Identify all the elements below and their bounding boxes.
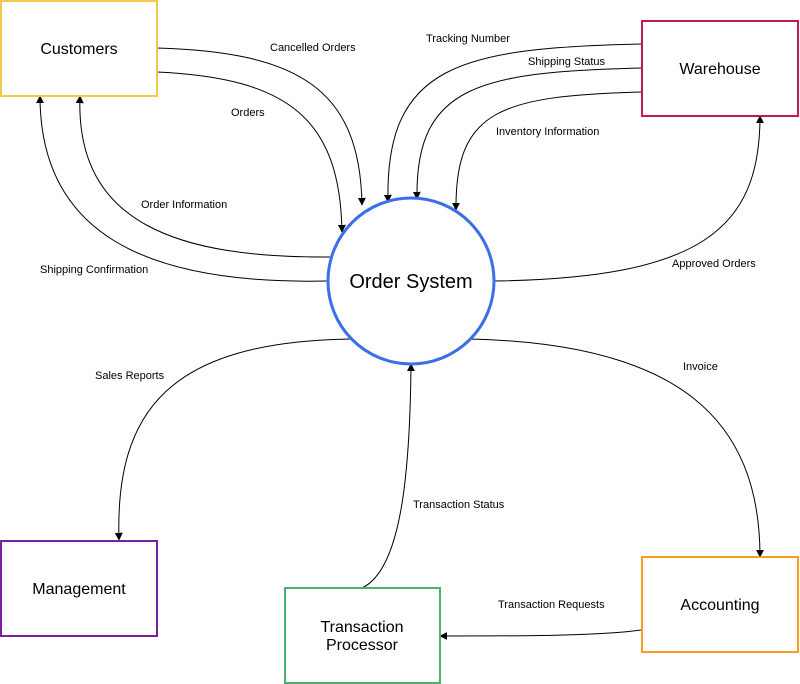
order-system-label: Order System xyxy=(349,271,472,293)
warehouse-box xyxy=(641,20,799,117)
edge-transaction-requests xyxy=(439,629,642,640)
edge-inventory-information xyxy=(451,91,642,211)
entity-management[interactable]: Management xyxy=(0,540,158,637)
order-system-circle xyxy=(326,196,496,366)
edge-orders xyxy=(156,71,346,233)
label-transaction-status: Transaction Status xyxy=(413,499,505,511)
label-transaction-requests: Transaction Requests xyxy=(498,599,605,611)
label-approved-orders: Approved Orders xyxy=(672,258,756,270)
entity-transaction-processor[interactable]: Transaction Processor xyxy=(284,587,441,684)
edge-transaction-status xyxy=(361,363,415,589)
warehouse-label: Warehouse xyxy=(679,61,760,78)
accounting-box xyxy=(641,556,799,653)
label-inventory-information: Inventory Information xyxy=(496,126,599,138)
label-invoice: Invoice xyxy=(683,361,718,373)
edge-shipping-status xyxy=(412,67,642,200)
transaction-processor-label-line1: Transaction xyxy=(321,619,404,636)
label-order-information: Order Information xyxy=(141,199,227,211)
entity-customers[interactable]: Customers xyxy=(0,0,158,97)
customers-box xyxy=(0,0,158,97)
edge-tracking-number xyxy=(383,43,642,203)
label-orders: Orders xyxy=(231,107,265,119)
edge-invoice xyxy=(466,338,764,558)
edge-shipping-confirmation xyxy=(36,95,328,282)
customers-label: Customers xyxy=(40,41,117,58)
order-system-process[interactable]: Order System xyxy=(326,196,496,366)
edge-cancelled-orders xyxy=(156,47,366,206)
accounting-label: Accounting xyxy=(680,597,759,614)
entity-accounting[interactable]: Accounting xyxy=(641,556,799,653)
management-label: Management xyxy=(32,581,126,598)
label-tracking-number: Tracking Number xyxy=(426,33,510,45)
management-box xyxy=(0,540,158,637)
edge-sales-reports xyxy=(114,338,351,541)
transaction-processor-label-line2: Processor xyxy=(326,637,399,654)
label-sales-reports: Sales Reports xyxy=(95,370,165,382)
entity-warehouse[interactable]: Warehouse xyxy=(641,20,799,117)
label-shipping-status: Shipping Status xyxy=(528,56,606,68)
transaction-processor-box xyxy=(284,587,441,684)
edge-order-information xyxy=(75,95,331,258)
edges xyxy=(36,43,764,640)
edge-labels: Cancelled Orders Orders Order Informatio… xyxy=(40,33,756,611)
label-shipping-confirmation: Shipping Confirmation xyxy=(40,264,148,276)
edge-approved-orders xyxy=(493,115,764,282)
label-cancelled-orders: Cancelled Orders xyxy=(270,42,356,54)
